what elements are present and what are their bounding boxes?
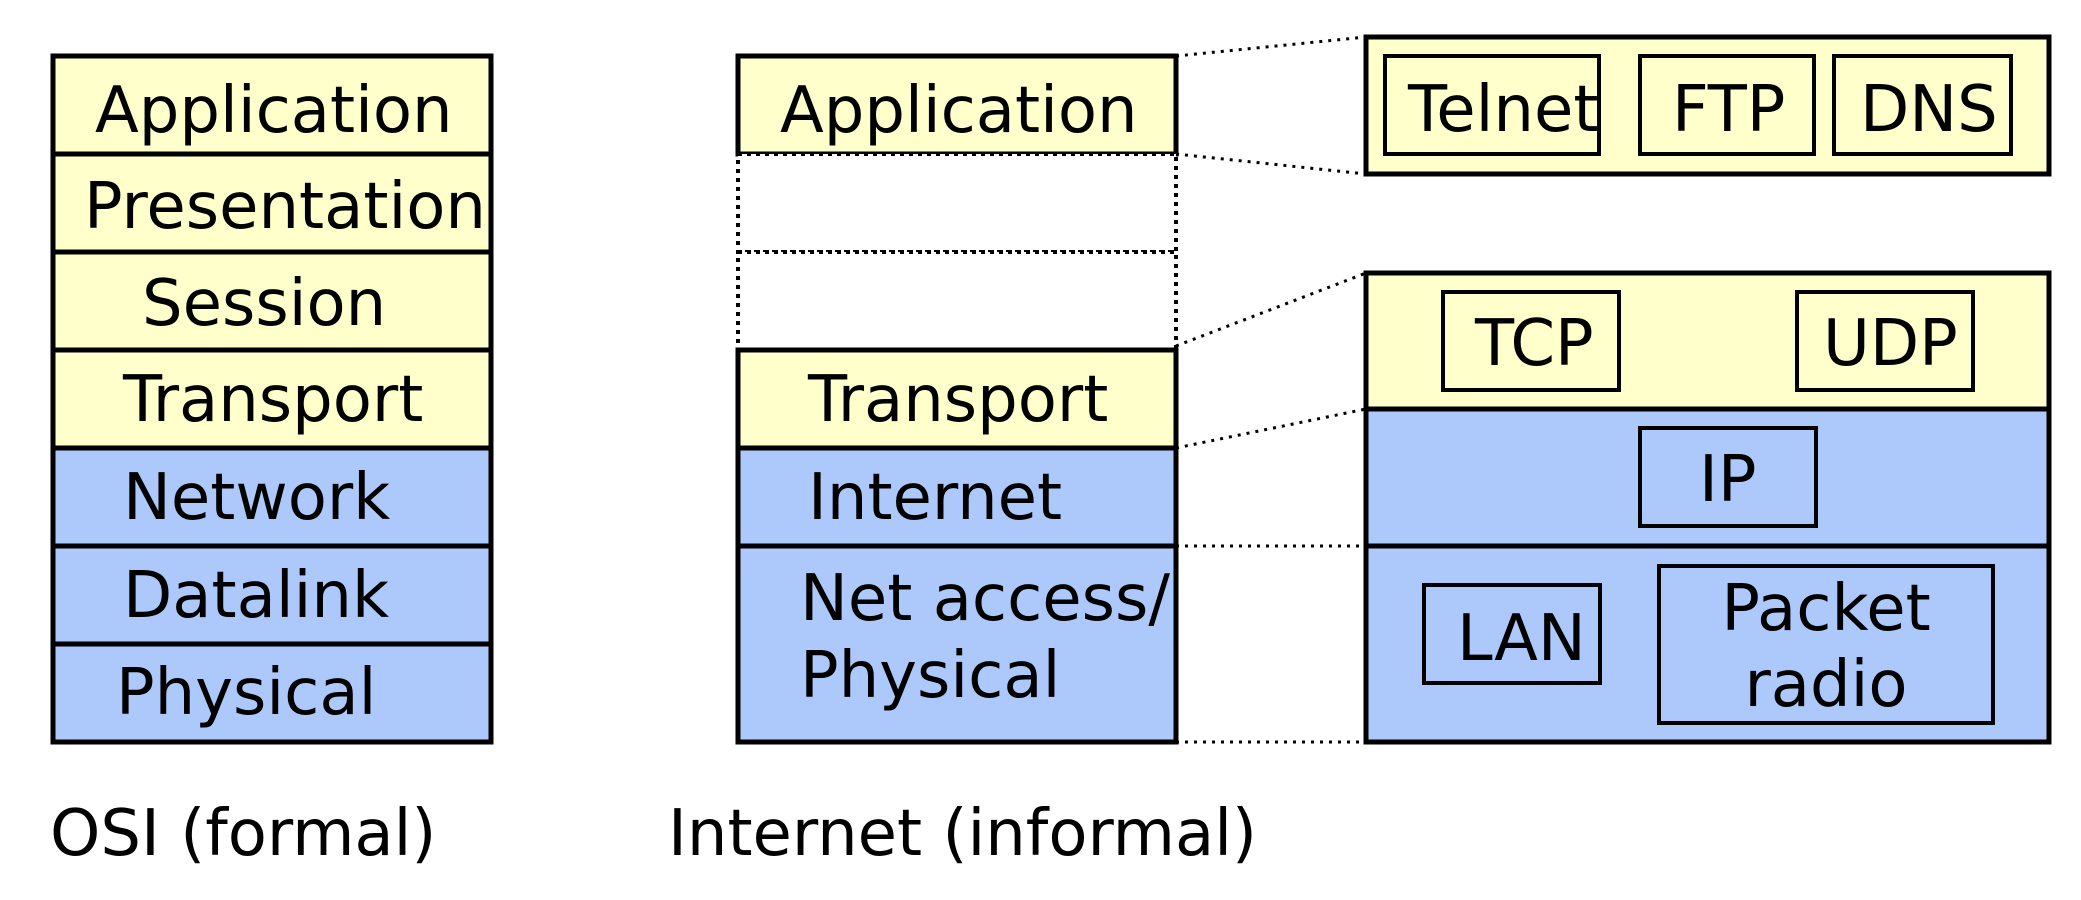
- internet-caption: Internet (informal): [668, 797, 1257, 871]
- internet-stack: Application Transport Internet Net acces…: [668, 53, 1257, 871]
- osi-layer-box-transport: [50, 347, 494, 451]
- internet-layer-box-application: [735, 53, 1179, 157]
- osi-layer-label-transport: Transport: [122, 363, 423, 437]
- packet-radio-box: [1657, 564, 1995, 725]
- osi-layer-label-physical: Physical: [116, 656, 376, 730]
- dns-label: DNS: [1860, 73, 1998, 147]
- internet-layer-box-internet: [735, 445, 1179, 549]
- osi-layer-box-physical: [50, 641, 494, 745]
- lan-label: LAN: [1457, 602, 1586, 676]
- connector-transport-top: [1175, 271, 1367, 348]
- udp-box: [1795, 290, 1975, 392]
- application-protocols-box: [1363, 34, 2052, 177]
- packet-radio-label-line1: Packet: [1721, 572, 1930, 646]
- udp-label: UDP: [1823, 307, 1958, 381]
- internet-protocols-band: [1363, 406, 2052, 549]
- internet-layer-label-net-access-line1: Net access/: [800, 562, 1170, 636]
- ftp-box: [1638, 54, 1816, 156]
- osi-layer-label-datalink: Datalink: [123, 559, 389, 633]
- connector-lines: [1175, 35, 1367, 744]
- osi-layer-box-datalink: [50, 543, 494, 647]
- ftp-label: FTP: [1672, 73, 1785, 147]
- osi-layer-box-application: [50, 53, 494, 157]
- telnet-box: [1383, 54, 1601, 156]
- application-protocols-panel: Telnet FTP DNS: [1363, 34, 2052, 177]
- dns-box: [1832, 54, 2013, 156]
- internet-empty-slot-2: [736, 250, 1178, 352]
- internet-layer-box-net-access: [735, 543, 1179, 745]
- tcp-box: [1441, 290, 1621, 392]
- osi-layer-label-session: Session: [142, 267, 386, 341]
- osi-stack: Application Presentation Session Transpo…: [50, 53, 494, 871]
- internet-layer-label-net-access-line2: Physical: [800, 639, 1060, 713]
- internet-layer-label-transport: Transport: [807, 363, 1108, 437]
- packet-radio-label-line2: radio: [1744, 648, 1907, 722]
- osi-layer-label-network: Network: [123, 461, 390, 535]
- osi-caption: OSI (formal): [50, 797, 436, 871]
- telnet-label: Telnet: [1407, 73, 1598, 147]
- tcp-label: TCP: [1474, 307, 1594, 381]
- osi-layer-label-presentation: Presentation: [84, 170, 486, 244]
- connector-application-top: [1175, 35, 1367, 58]
- internet-empty-slot-1: [736, 152, 1178, 254]
- connector-transport-bottom: [1175, 407, 1367, 450]
- ip-label: IP: [1699, 443, 1756, 517]
- internet-layer-label-application: Application: [780, 74, 1138, 148]
- osi-layer-box-presentation: [50, 151, 494, 255]
- connector-application-bottom: [1175, 152, 1367, 176]
- net-access-protocols-band: [1363, 543, 2052, 745]
- ip-box: [1638, 426, 1818, 528]
- internet-layer-label-internet: Internet: [808, 461, 1062, 535]
- osi-layer-label-application: Application: [95, 74, 453, 148]
- lower-protocols-panel: TCP UDP IP LAN Packet radio: [1363, 270, 2052, 745]
- lan-box: [1422, 583, 1602, 685]
